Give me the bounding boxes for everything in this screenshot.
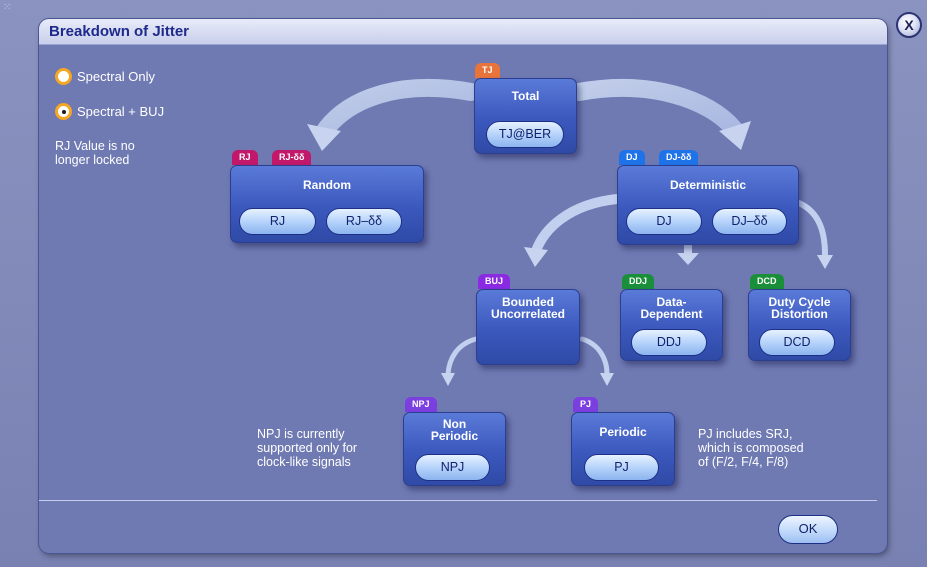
tag-buj: BUJ bbox=[478, 274, 511, 289]
tag-rj: RJ bbox=[232, 150, 258, 165]
card-dcd: Duty Cycle Distortion DCD bbox=[748, 289, 851, 361]
tag-dcd: DCD bbox=[750, 274, 784, 289]
ddj-button[interactable]: DDJ bbox=[631, 329, 707, 356]
dcd-button[interactable]: DCD bbox=[759, 329, 835, 356]
tag-ddj: DDJ bbox=[622, 274, 655, 289]
tag-dj-dd: DJ-δδ bbox=[659, 150, 699, 165]
card-buj-title: Bounded Uncorrelated bbox=[477, 296, 579, 320]
footer-divider bbox=[39, 500, 877, 501]
arrow-total-to-deterministic bbox=[570, 78, 743, 138]
pj-note: PJ includes SRJ, which is composed of (F… bbox=[698, 427, 804, 469]
tag-pj: PJ bbox=[573, 397, 599, 412]
card-total-title: Total bbox=[511, 89, 540, 103]
npj-note: NPJ is currently supported only for cloc… bbox=[257, 427, 357, 469]
npj-note-line: supported only for bbox=[257, 441, 358, 455]
card-buj: Bounded Uncorrelated bbox=[476, 289, 580, 365]
card-npj: Non Periodic NPJ bbox=[403, 412, 506, 486]
dj-button[interactable]: DJ bbox=[626, 208, 702, 235]
npj-button[interactable]: NPJ bbox=[415, 454, 490, 481]
rj-dd-button[interactable]: RJ–δδ bbox=[326, 208, 402, 235]
tj-ber-button[interactable]: TJ@BER bbox=[486, 121, 564, 148]
card-dcd-title: Duty Cycle Distortion bbox=[749, 296, 850, 320]
spectral-buj-radio[interactable] bbox=[55, 103, 72, 120]
tag-dj: DJ bbox=[619, 150, 645, 165]
arrow-head-random bbox=[307, 124, 341, 151]
close-button[interactable]: X bbox=[896, 12, 922, 38]
arrow-head-buj bbox=[524, 247, 548, 267]
window-grip-icon[interactable]: ⁙ bbox=[3, 2, 12, 13]
card-ddj-title-line: Data- bbox=[656, 295, 687, 309]
card-ddj: Data- Dependent DDJ bbox=[620, 289, 723, 361]
pj-button[interactable]: PJ bbox=[584, 454, 659, 481]
arrow-head-pj bbox=[600, 373, 614, 386]
card-random: Random RJ RJ–δδ bbox=[230, 165, 424, 243]
ok-button[interactable]: OK bbox=[778, 515, 838, 544]
dj-dd-button[interactable]: DJ–δδ bbox=[712, 208, 787, 235]
pj-note-line: which is composed bbox=[698, 441, 804, 455]
card-ddj-title: Data- Dependent bbox=[621, 296, 722, 320]
card-pj: Periodic PJ bbox=[571, 412, 675, 486]
arrow-det-to-buj bbox=[531, 194, 622, 256]
card-buj-title-line: Bounded bbox=[502, 295, 554, 309]
card-npj-title-line: Periodic bbox=[430, 429, 479, 443]
arrow-head-npj bbox=[441, 373, 455, 386]
option-spectral-only[interactable]: Spectral Only bbox=[55, 68, 155, 85]
card-pj-title: Periodic bbox=[599, 425, 647, 439]
dialog-title: Breakdown of Jitter bbox=[39, 19, 887, 45]
pj-note-line: PJ includes SRJ, bbox=[698, 427, 793, 441]
tag-npj: NPJ bbox=[405, 397, 437, 412]
card-total: Total TJ@BER bbox=[474, 78, 577, 154]
npj-note-line: NPJ is currently bbox=[257, 427, 345, 441]
arrow-buj-to-pj bbox=[579, 336, 610, 377]
tag-tj: TJ bbox=[475, 63, 500, 78]
card-random-title: Random bbox=[303, 178, 351, 192]
pj-note-line: of (F/2, F/4, F/8) bbox=[698, 455, 789, 469]
card-buj-title-line: Uncorrelated bbox=[490, 307, 566, 321]
arrow-det-to-dcd bbox=[796, 200, 828, 258]
arrow-total-to-random bbox=[317, 78, 480, 138]
jitter-dialog: Breakdown of Jitter bbox=[39, 19, 887, 553]
npj-note-line: clock-like signals bbox=[257, 455, 351, 469]
tag-rj-dd: RJ-δδ bbox=[272, 150, 312, 165]
spectral-buj-label: Spectral + BUJ bbox=[77, 104, 165, 119]
rj-lock-note: RJ Value is no longer locked bbox=[55, 139, 135, 167]
card-dcd-title-line: Duty Cycle bbox=[768, 295, 831, 309]
spectral-only-label: Spectral Only bbox=[77, 69, 156, 84]
arrow-head-ddj bbox=[677, 253, 699, 265]
jitter-diagram: Spectral Only Spectral + BUJ RJ Value is… bbox=[39, 19, 887, 553]
card-npj-title: Non Periodic bbox=[404, 418, 505, 442]
rj-button[interactable]: RJ bbox=[239, 208, 316, 235]
card-npj-title-line: Non bbox=[442, 417, 467, 431]
card-ddj-title-line: Dependent bbox=[640, 307, 703, 321]
flow-arrows bbox=[307, 78, 833, 386]
rj-lock-note-line: RJ Value is no bbox=[55, 139, 135, 153]
card-dcd-title-line: Distortion bbox=[771, 307, 828, 321]
rj-lock-note-line: longer locked bbox=[55, 153, 130, 167]
arrow-head-dcd bbox=[817, 255, 833, 269]
arrow-head-deterministic bbox=[719, 121, 751, 150]
arrow-buj-to-npj bbox=[445, 336, 479, 377]
card-deterministic-title: Deterministic bbox=[669, 178, 747, 192]
spectral-only-radio[interactable] bbox=[55, 68, 72, 85]
card-deterministic: Deterministic DJ DJ–δδ bbox=[617, 165, 799, 245]
option-spectral-buj[interactable]: Spectral + BUJ bbox=[55, 103, 164, 120]
